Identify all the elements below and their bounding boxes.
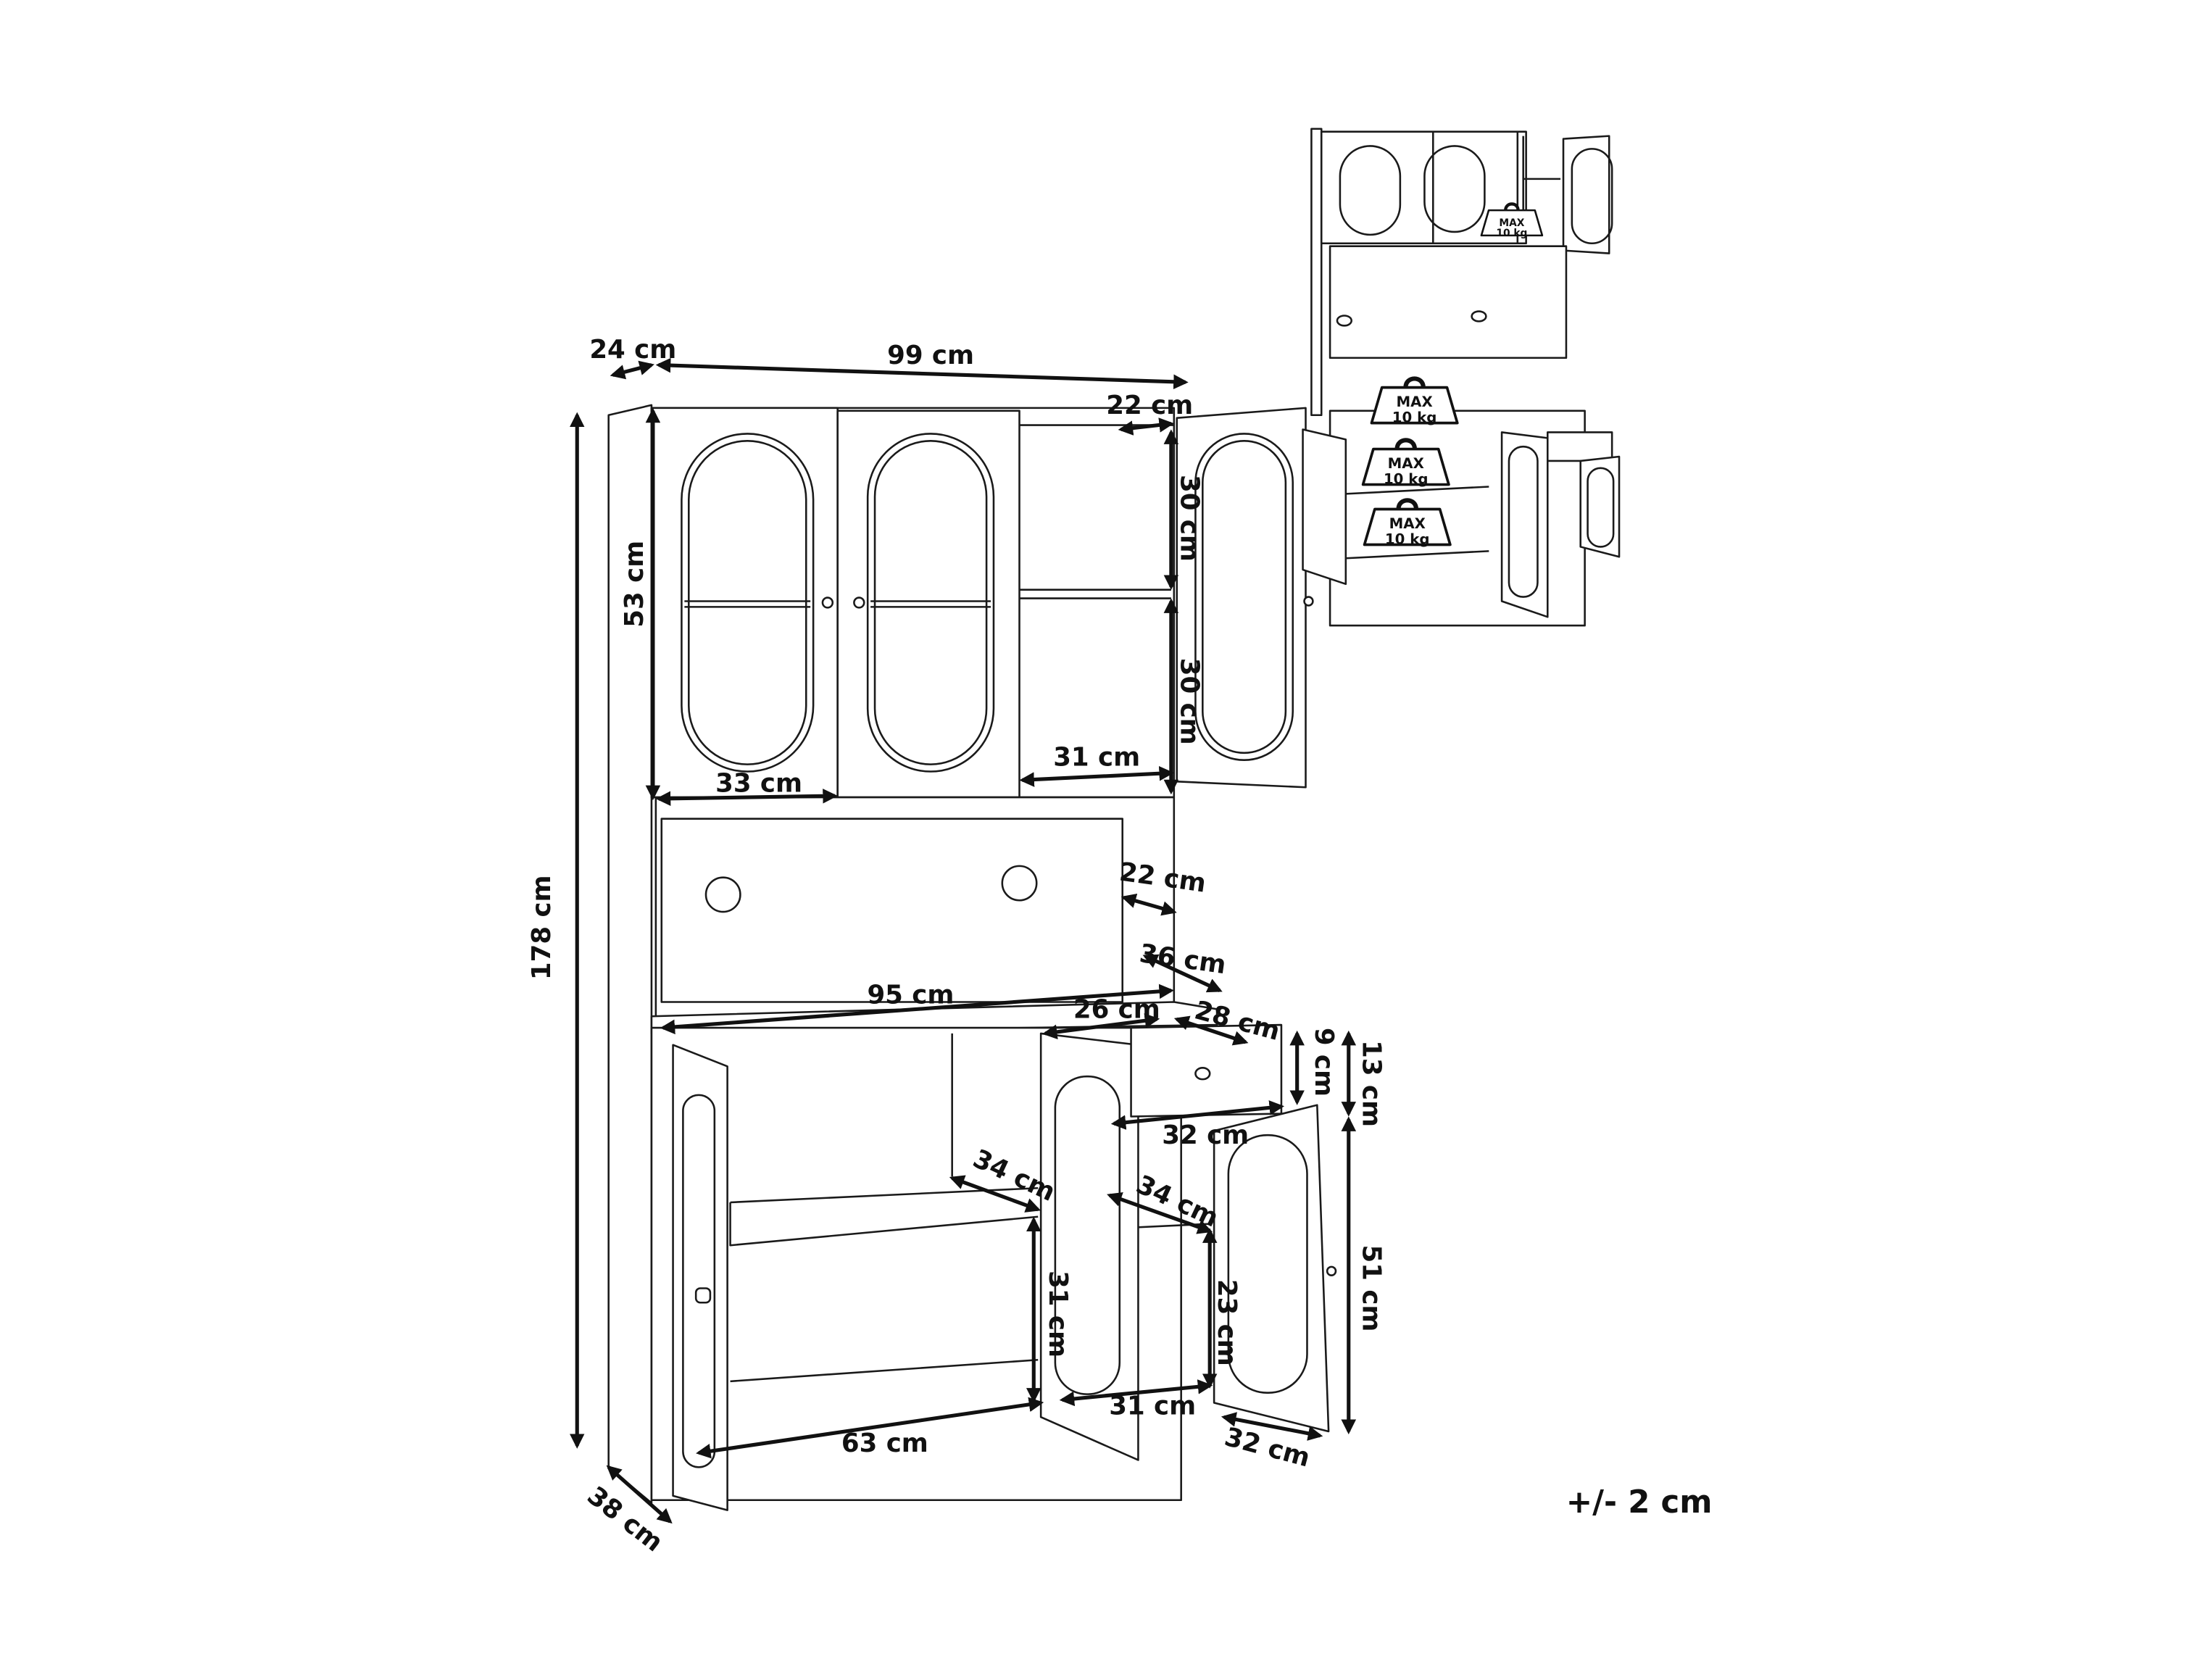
middle-niche — [654, 796, 1176, 1018]
svg-text:10 kg: 10 kg — [1496, 228, 1527, 239]
weight-limit-icon: MAX 10 kg — [1481, 204, 1542, 239]
door-glass-oval — [681, 433, 815, 773]
dim-open-shelf-lower-height: 30 cm — [1175, 658, 1205, 745]
dim-hutch-height: 53 cm — [620, 541, 649, 628]
dim-lower-left-compartment-height: 31 cm — [1043, 1271, 1073, 1357]
svg-text:10 kg: 10 kg — [1392, 409, 1437, 426]
dim-lower-right-inner-width: 31 cm — [1109, 1391, 1196, 1421]
door-knob — [694, 1287, 712, 1304]
weight-limit-icon: MAX 10 kg — [1371, 378, 1457, 426]
svg-text:10 kg: 10 kg — [1384, 471, 1429, 488]
dim-upper-door-width: 33 cm — [715, 768, 802, 798]
dim-open-shelf-depth: 22 cm — [1106, 391, 1193, 420]
upper-door-1 — [650, 407, 839, 799]
cable-hole — [1001, 865, 1038, 902]
tolerance-note: +/- 2 cm — [1566, 1484, 1713, 1521]
lower-left-open-door — [672, 1044, 728, 1511]
lower-right-open-door — [1213, 1104, 1330, 1433]
dim-drawer-inner-width: 26 cm — [1073, 994, 1160, 1024]
dim-open-shelf-upper-height: 30 cm — [1175, 475, 1205, 562]
cable-hole — [704, 876, 741, 913]
dim-total-height: 178 cm — [527, 875, 557, 980]
dim-drawer-height: 13 cm — [1356, 1040, 1386, 1127]
svg-text:MAX: MAX — [1397, 394, 1433, 410]
drawer-knob — [1194, 1067, 1211, 1081]
weight-limit-icon: MAX 10 kg — [1365, 500, 1450, 547]
dim-lower-right-compartment-height: 23 cm — [1212, 1279, 1242, 1366]
svg-text:10 kg: 10 kg — [1385, 531, 1430, 547]
dimension-lines — [569, 357, 1357, 1524]
dim-counter-width: 95 cm — [867, 981, 954, 1010]
svg-text:MAX: MAX — [1388, 455, 1424, 472]
dim-depth-top: 24 cm — [589, 335, 676, 365]
svg-text:MAX: MAX — [1499, 217, 1524, 229]
door-knob — [821, 596, 834, 609]
dimension-labels: 24 cm 99 cm 22 cm 30 cm 30 cm 53 cm 178 … — [527, 335, 1713, 1558]
dim-drawer-inner-height: 9 cm — [1309, 1028, 1339, 1097]
upper-door-2 — [836, 409, 1020, 799]
door-knob — [853, 596, 865, 609]
dim-open-shelf-width: 31 cm — [1053, 743, 1140, 773]
cabinet-drawing — [607, 404, 1337, 1511]
load-capacity-thumbnail: MAX 10 kg MAX 10 kg MAX 10 kg MAX 10 kg — [1302, 128, 1621, 627]
dim-lower-left-width: 63 cm — [841, 1429, 928, 1458]
dim-lower-right-height: 51 cm — [1356, 1245, 1386, 1332]
weight-limit-icon: MAX 10 kg — [1363, 440, 1449, 488]
svg-text:MAX: MAX — [1389, 515, 1426, 532]
dim-width-top: 99 cm — [887, 341, 974, 370]
door-glass-oval — [866, 433, 995, 773]
dim-drawer-width: 32 cm — [1162, 1120, 1249, 1150]
dim-lower-right-width: 32 cm — [1221, 1422, 1313, 1473]
